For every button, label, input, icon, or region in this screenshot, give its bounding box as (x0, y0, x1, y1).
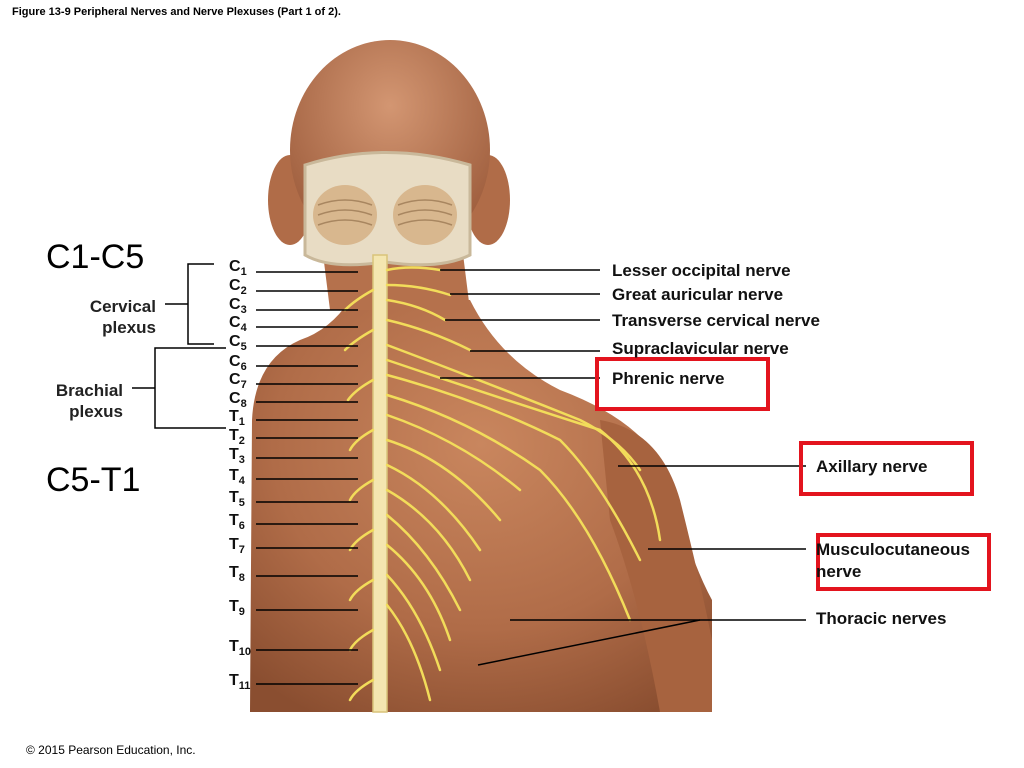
segment-letter: C (229, 353, 241, 370)
segment-letter: C (229, 258, 241, 275)
segment-letter: T (229, 672, 239, 689)
segment-label-t3: T3 (229, 446, 245, 466)
segment-number: 4 (238, 475, 245, 488)
segment-label-c5: C5 (229, 333, 247, 353)
segment-label-t8: T8 (229, 564, 245, 584)
musculocutaneous-highlight-box (816, 533, 991, 591)
segment-letter: C (229, 277, 241, 294)
segment-number: 5 (240, 341, 247, 354)
supraclavicular-nerve-label: Supraclavicular nerve (612, 339, 789, 358)
segment-label-c4: C4 (229, 314, 247, 334)
segment-letter: T (229, 408, 239, 425)
phrenic-highlight-box (595, 357, 770, 411)
spinal-cord (372, 254, 388, 713)
cervical-plexus-label: Cervical plexus (89, 297, 156, 337)
segment-letter: T (229, 489, 239, 506)
highlight-boxes (595, 357, 991, 591)
segment-label-t9: T9 (229, 598, 245, 618)
segment-letter: C (229, 333, 241, 350)
cerebellum-right (393, 185, 457, 245)
musculocutaneous-nerve-label-line1: Musculocutaneous (816, 540, 970, 559)
segment-number: 3 (240, 304, 247, 317)
figure-caption: Figure 13-9 Peripheral Nerves and Nerve … (12, 6, 341, 18)
brachial-plexus-label: Brachial plexus (55, 381, 123, 421)
cerebellum-left (313, 185, 377, 245)
segment-label-c1: C1 (229, 258, 247, 278)
segment-label-t10: T10 (229, 638, 251, 658)
segment-label-t1: T1 (229, 408, 245, 428)
segment-label-c8: C8 (229, 390, 247, 410)
segment-letter: T (229, 427, 239, 444)
segment-letter: C (229, 314, 241, 331)
segment-number: 2 (238, 435, 245, 448)
segment-letter: T (229, 467, 239, 484)
axillary-nerve-label: Axillary nerve (816, 457, 928, 476)
segment-number: 11 (238, 680, 251, 693)
segment-letter: T (229, 638, 239, 655)
segment-letter: T (229, 512, 239, 529)
plexus-brackets (132, 263, 226, 429)
segment-letter: T (229, 446, 239, 463)
musculocutaneous-nerve-label-line2: nerve (816, 562, 862, 581)
nerve-leader-lines (440, 269, 806, 666)
segment-label-t11: T11 (229, 672, 250, 692)
segment-letter: C (229, 296, 241, 313)
torso (250, 300, 712, 712)
transverse-cervical-nerve-label: Transverse cervical nerve (612, 311, 820, 330)
cervical-range-label: C1-C5 (46, 238, 145, 276)
thoracic-nerves-label: Thoracic nerves (816, 609, 947, 628)
segment-number: 5 (238, 497, 245, 510)
segment-letter: T (229, 536, 239, 553)
segment-number: 8 (240, 398, 247, 411)
lesser-occipital-nerve-label: Lesser occipital nerve (612, 261, 791, 280)
segment-letter: T (229, 564, 239, 581)
arm (600, 420, 712, 712)
segment-label-c7: C7 (229, 371, 247, 391)
axillary-highlight-box (799, 441, 974, 496)
segment-number: 7 (238, 544, 245, 557)
nerve-branches (343, 266, 662, 702)
segment-label-c6: C6 (229, 353, 247, 373)
segment-label-t7: T7 (229, 536, 245, 556)
segment-label-t5: T5 (229, 489, 245, 509)
segment-number: 8 (238, 572, 245, 585)
segment-label-c2: C2 (229, 277, 247, 297)
segment-label-c3: C3 (229, 296, 247, 316)
segment-letter: C (229, 390, 241, 407)
segment-leader-lines (256, 271, 358, 685)
segment-label-t6: T6 (229, 512, 245, 532)
segment-letter: T (229, 598, 239, 615)
brachial-range-label: C5-T1 (46, 461, 141, 499)
segment-number: 6 (240, 361, 247, 374)
segment-number: 1 (238, 416, 245, 429)
segment-number: 10 (238, 646, 252, 659)
phrenic-nerve-label: Phrenic nerve (612, 369, 725, 388)
segment-number: 1 (240, 266, 247, 279)
segment-number: 6 (238, 520, 245, 533)
copyright-notice: © 2015 Pearson Education, Inc. (26, 743, 196, 757)
great-auricular-nerve-label: Great auricular nerve (612, 285, 784, 304)
segment-label-t2: T2 (229, 427, 245, 447)
segment-label-t4: T4 (229, 467, 245, 487)
segment-letter: C (229, 371, 241, 388)
segment-number: 4 (240, 322, 247, 335)
segment-number: 3 (238, 454, 245, 467)
segment-number: 2 (240, 285, 247, 298)
segment-number: 7 (240, 379, 247, 392)
segment-number: 9 (238, 606, 245, 619)
